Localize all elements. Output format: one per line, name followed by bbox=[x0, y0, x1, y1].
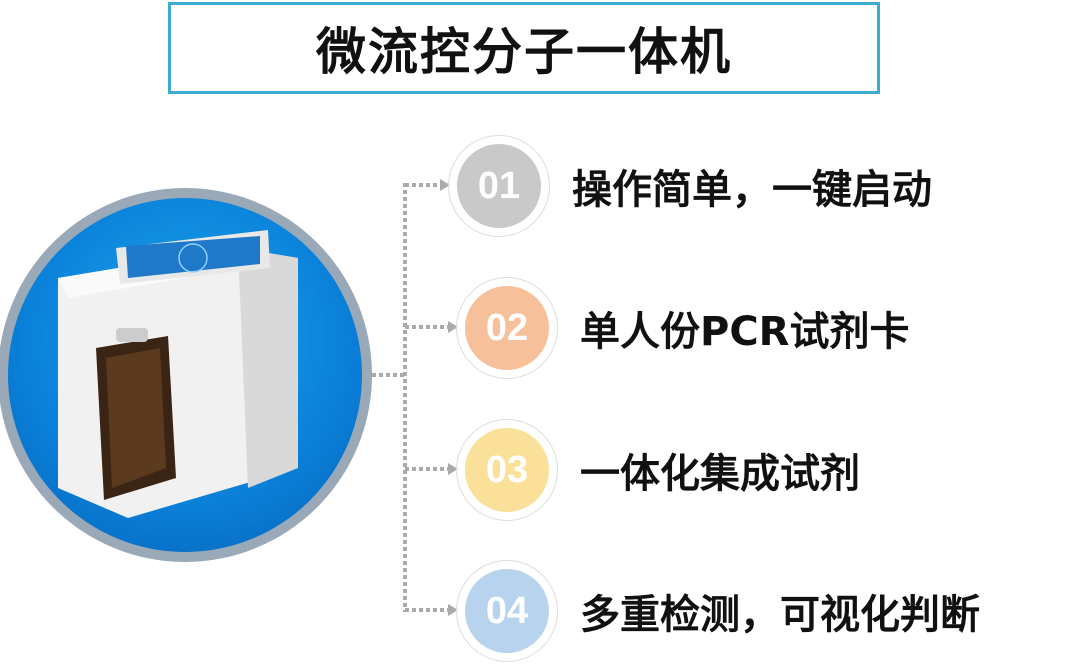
feature-label: 操作简单，一键启动 bbox=[572, 167, 932, 213]
feature-item-3: 03 一体化集成试剂 bbox=[456, 419, 860, 521]
feature-label: 单人份PCR试剂卡 bbox=[580, 309, 910, 355]
device-illustration bbox=[58, 230, 298, 518]
step-number-badge: 02 bbox=[465, 286, 549, 370]
device-image-circle bbox=[0, 188, 372, 562]
step-number-badge: 03 bbox=[465, 428, 549, 512]
feature-label: 一体化集成试剂 bbox=[580, 451, 860, 497]
feature-label: 多重检测，可视化判断 bbox=[580, 592, 980, 638]
step-number-badge: 04 bbox=[465, 569, 549, 653]
step-number-badge: 01 bbox=[457, 144, 541, 228]
feature-item-2: 02 单人份PCR试剂卡 bbox=[456, 277, 909, 379]
feature-item-1: 01 操作简单，一键启动 bbox=[448, 135, 932, 237]
page-title: 微流控分子一体机 bbox=[168, 2, 880, 94]
feature-item-4: 04 多重检测，可视化判断 bbox=[456, 560, 980, 662]
